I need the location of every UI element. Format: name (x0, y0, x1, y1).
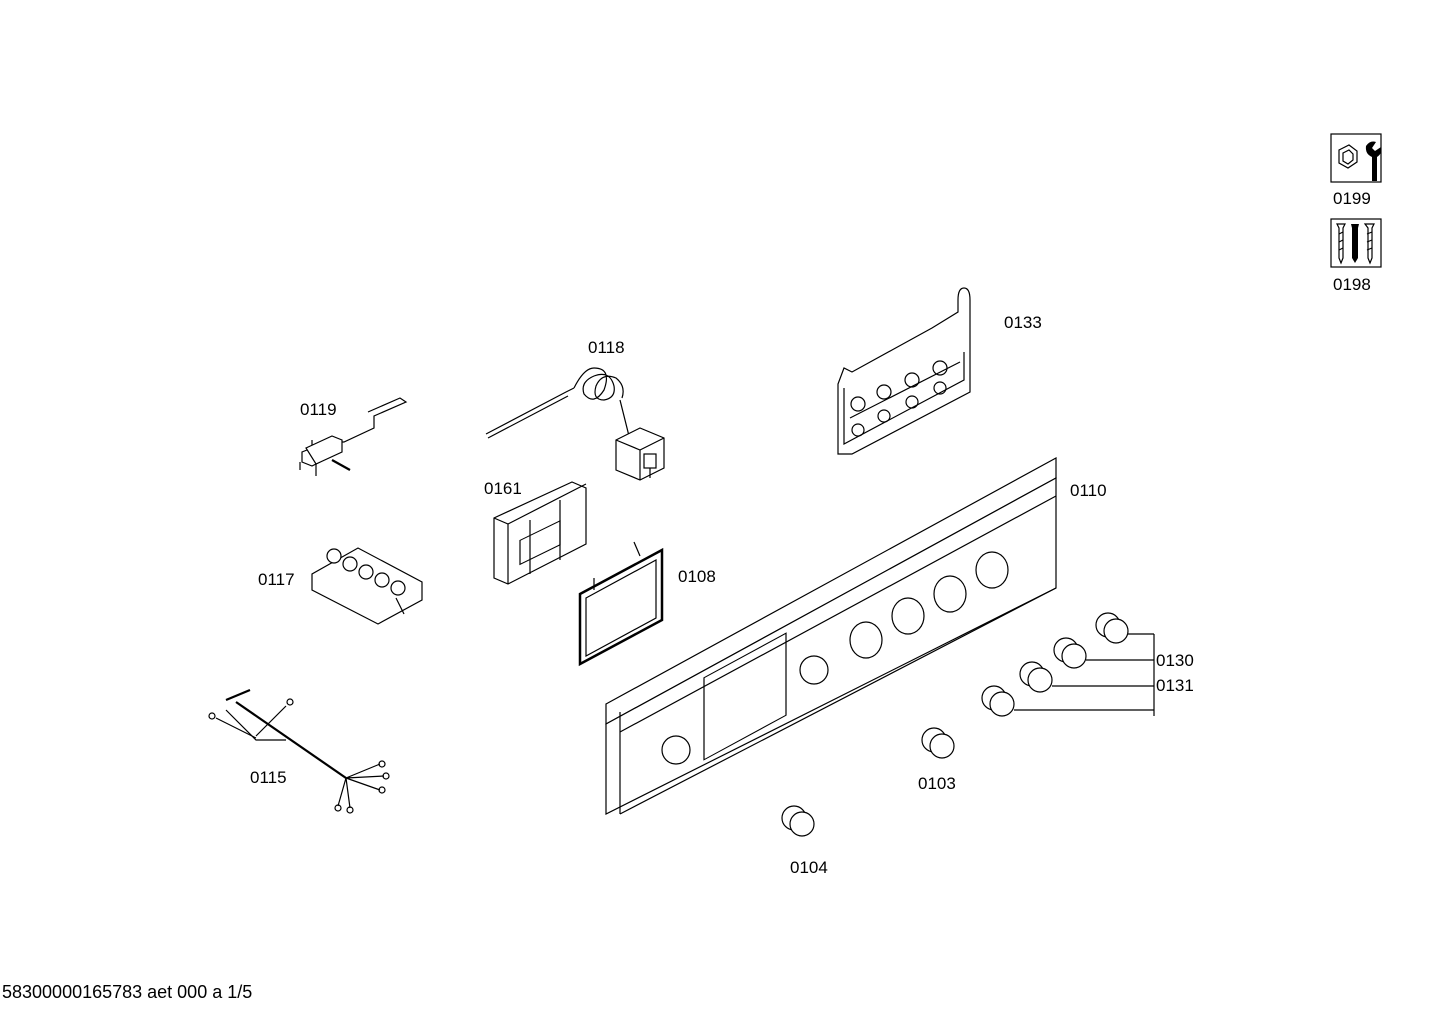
part-label-0108: 0108 (678, 567, 716, 586)
knob (981, 685, 1015, 717)
screws-icon (1330, 218, 1382, 268)
part-label-0103: 0103 (918, 774, 956, 793)
thermostat (485, 367, 665, 481)
mounting-bracket (837, 287, 971, 455)
knob (1019, 661, 1053, 693)
knob (781, 805, 815, 837)
electronic-module (493, 481, 587, 585)
part-label-0115: 0115 (250, 768, 287, 787)
part-label-0119: 0119 (300, 400, 337, 419)
part-label-0161: 0161 (484, 479, 522, 498)
part-label-0131: 0131 (1156, 676, 1194, 695)
leader-lines (1014, 633, 1155, 716)
part-label-0117: 0117 (258, 570, 295, 589)
terminal-block (311, 547, 423, 625)
tool-wrench-icon (1330, 133, 1382, 183)
part-label-0104: 0104 (790, 858, 828, 877)
knob (1053, 637, 1087, 669)
wiring-harness (208, 688, 390, 814)
part-label-0133: 0133 (1004, 313, 1042, 332)
part-label-0110: 0110 (1070, 481, 1107, 500)
part-label-0118: 0118 (588, 338, 625, 357)
control-panel (605, 456, 1057, 815)
document-footer: 58300000165783 aet 000 a 1/5 (2, 982, 253, 1002)
knob (1095, 612, 1129, 644)
knob (921, 727, 955, 759)
part-label-0198: 0198 (1333, 275, 1371, 294)
part-label-0199: 0199 (1333, 189, 1371, 208)
switch-bracket (299, 397, 408, 476)
display-frame (578, 541, 664, 667)
part-label-0130: 0130 (1156, 651, 1194, 670)
